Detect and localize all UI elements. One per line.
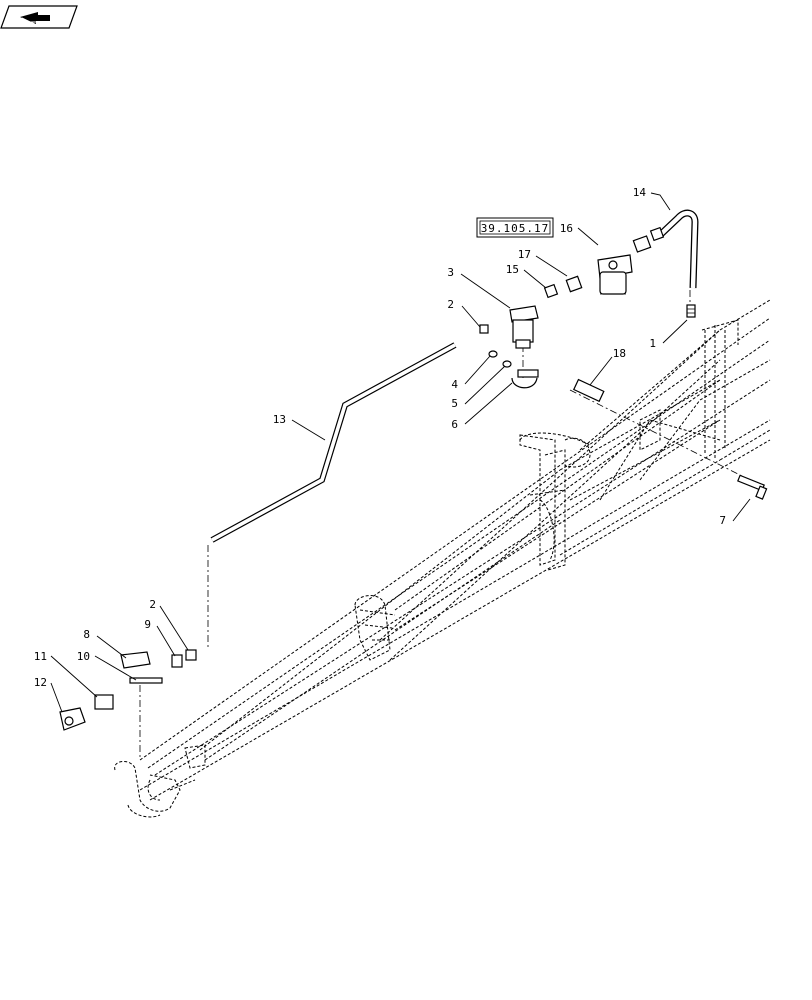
- callout-5: 5: [451, 397, 458, 410]
- part-16-filter[interactable]: [597, 254, 633, 295]
- part-16-fitting-a[interactable]: [632, 226, 665, 253]
- part-10-pipe[interactable]: [129, 677, 163, 684]
- callout-14: 14: [633, 186, 647, 199]
- part-13-hose[interactable]: [210, 342, 457, 543]
- callout-7: 7: [719, 514, 726, 527]
- callout-3: 3: [447, 266, 454, 279]
- callout-16: 16: [560, 222, 573, 235]
- part-14-hose[interactable]: [657, 209, 699, 289]
- callout-4: 4: [451, 378, 458, 391]
- part-12-cap[interactable]: [59, 707, 86, 731]
- part-3-strainer[interactable]: [509, 305, 539, 349]
- reference-box-label: 39.105.17: [481, 222, 550, 235]
- callout-1: 1: [649, 337, 656, 350]
- part-18-spacer[interactable]: [572, 378, 605, 403]
- callout-17: 17: [518, 248, 531, 261]
- part-15-nipple[interactable]: [543, 283, 559, 299]
- leader-lines: [50, 192, 751, 713]
- callout-9: 9: [144, 618, 151, 631]
- part-6-clamp[interactable]: [511, 369, 539, 389]
- callout-11: 11: [34, 650, 47, 663]
- callout-8: 8: [83, 628, 90, 641]
- callout-2-upper: 2: [447, 298, 454, 311]
- part-8-bracket[interactable]: [120, 651, 151, 669]
- callout-2-lower: 2: [149, 598, 156, 611]
- part-17-fitting[interactable]: [565, 275, 583, 293]
- boom-frame: [114, 299, 771, 818]
- part-1-fitting[interactable]: [686, 304, 696, 318]
- callout-10: 10: [77, 650, 90, 663]
- part-11-nozzle-body[interactable]: [94, 694, 114, 710]
- part-5-washer[interactable]: [502, 360, 512, 368]
- callout-labels: 1 2 3 4 5 6 7 8 9 10 11 12 13 14 15 16 1…: [34, 186, 726, 689]
- callout-15: 15: [506, 263, 519, 276]
- callout-13: 13: [273, 413, 286, 426]
- part-2-coupling-upper[interactable]: [479, 324, 489, 334]
- part-4-seal[interactable]: [488, 350, 498, 358]
- callout-18: 18: [613, 347, 626, 360]
- part-9-nut[interactable]: [171, 654, 183, 668]
- centerline-bolt: [569, 389, 761, 486]
- reference-box[interactable]: 39.105.17: [476, 217, 554, 238]
- part-7-bolt[interactable]: [737, 474, 768, 500]
- part-2-coupling-lower[interactable]: [185, 649, 197, 661]
- callout-12: 12: [34, 676, 47, 689]
- next-page-arrow-icon[interactable]: [0, 5, 78, 29]
- callout-6: 6: [451, 418, 458, 431]
